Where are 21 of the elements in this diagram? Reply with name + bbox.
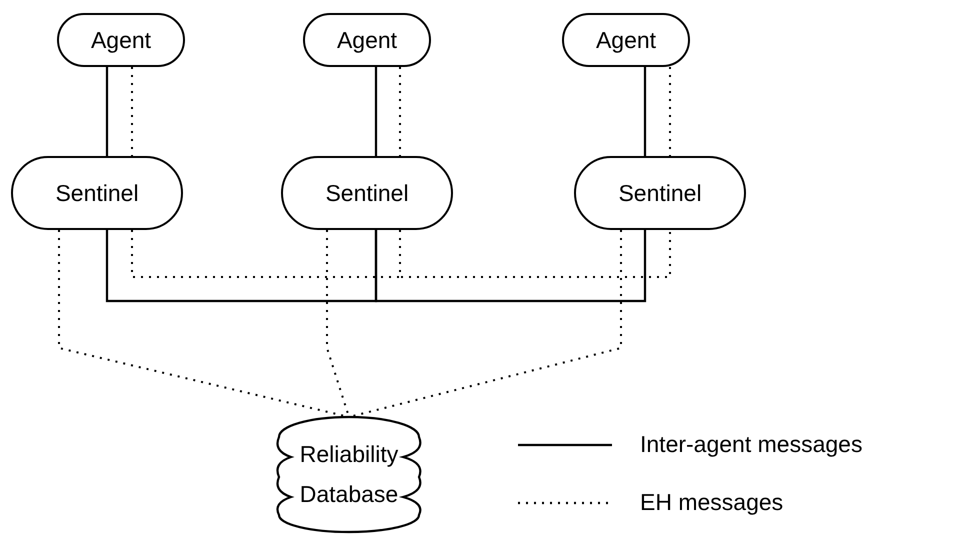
legend-text: Inter-agent messages: [640, 431, 862, 458]
connector-line: [131, 230, 401, 278]
node-label: Agent: [596, 26, 656, 54]
connector-line: [106, 230, 378, 302]
database-cylinder: [275, 415, 423, 533]
node-label: Agent: [90, 26, 152, 54]
connector-line: [399, 230, 671, 278]
rounded-box: [57, 13, 185, 67]
connector-line: [374, 67, 378, 156]
rounded-box: [303, 13, 431, 67]
rounded-box: [562, 13, 690, 67]
node-label: Agent: [336, 26, 398, 54]
connector-line: [106, 67, 108, 156]
connector-line: [374, 230, 646, 302]
legend-text: EH messages: [640, 489, 784, 516]
connector-line: [669, 67, 671, 156]
connector-line: [644, 67, 646, 156]
node-label: Sentinel: [325, 180, 409, 206]
node-label: Sentinel: [55, 180, 139, 206]
node-label: Sentinel: [618, 180, 702, 206]
node-label: Reliability Database: [298, 440, 400, 509]
